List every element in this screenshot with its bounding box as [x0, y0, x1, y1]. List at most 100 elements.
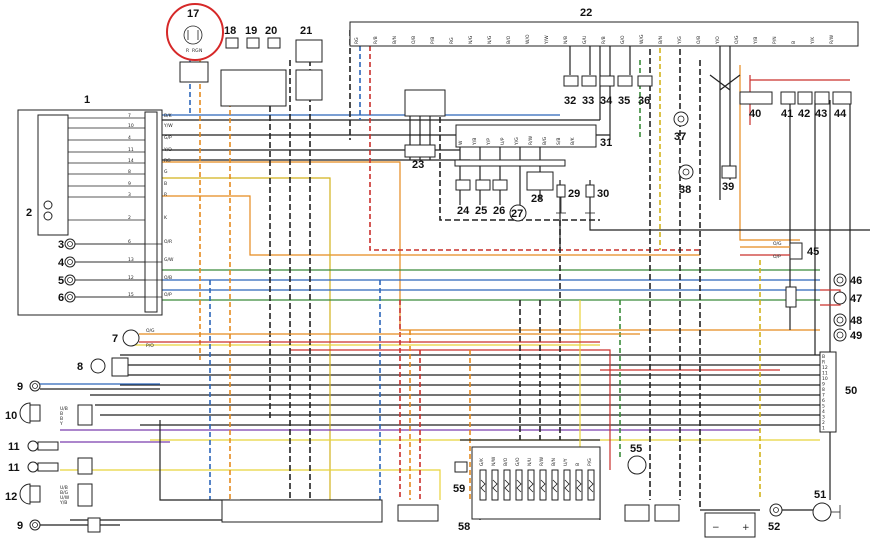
pin-12-3: Y/B	[59, 500, 67, 506]
pin-31-2: Y/P	[486, 138, 492, 146]
pin-50-9: 5	[822, 404, 825, 410]
sensor-4	[64, 256, 162, 268]
fuse-element-6	[552, 479, 558, 493]
pin-17-b: RG	[192, 48, 199, 54]
component-27	[509, 204, 527, 222]
pin-22-21: Y/B	[753, 37, 759, 45]
label-11-upper: 11	[8, 441, 20, 453]
pin-22-10: Y/W	[544, 35, 550, 45]
pin-58-4: N/U	[527, 458, 533, 466]
label-11-lower: 11	[8, 462, 20, 474]
pin-17-c: N	[199, 48, 202, 54]
label-51: 51	[814, 489, 826, 501]
pin-58-9: P/G	[587, 458, 593, 466]
wire-layer	[60, 30, 870, 521]
label-22: 22	[580, 7, 592, 19]
pin-31-6: B/G	[542, 136, 548, 145]
label-2: 2	[26, 207, 32, 219]
pin-50-10: 4	[822, 409, 825, 415]
pin-58-5: R/W	[539, 456, 545, 466]
label-24: 24	[457, 205, 470, 217]
label-50: 50	[845, 385, 857, 397]
pin-17-a: R	[186, 48, 189, 54]
pin-22-16: B/N	[658, 36, 664, 44]
component-30	[585, 184, 595, 214]
pin-45-a: O/G	[773, 241, 782, 247]
label-10: 10	[5, 410, 17, 422]
component-17: R RG N	[179, 25, 209, 83]
label-55: 55	[630, 443, 642, 455]
pin-22-0: RG	[354, 37, 360, 44]
label-48: 48	[850, 315, 862, 327]
pin-58-1: N/W	[491, 456, 497, 466]
component-9-upper	[29, 380, 160, 392]
fuse-2	[503, 469, 511, 501]
ecm-pin-label-12: O/P	[164, 292, 172, 298]
pin-58-3: G/O	[515, 457, 521, 466]
label-5: 5	[58, 275, 64, 287]
component-48	[833, 313, 847, 327]
pin-45-b: O/P	[773, 254, 781, 260]
component-11-lower	[27, 457, 93, 475]
pin-31-3: U/P	[500, 137, 506, 145]
pin-22-15: W/G	[639, 34, 645, 44]
component-25	[475, 179, 491, 191]
pin-50-0: B	[822, 354, 825, 360]
label-31: 31	[600, 137, 612, 149]
label-26: 26	[493, 205, 505, 217]
pin-31-7: S/B	[556, 138, 562, 145]
pin-10-2: B	[60, 416, 63, 422]
ecm-pin-num-6: 9	[128, 181, 131, 187]
label-19: 19	[245, 25, 257, 37]
label-52: 52	[768, 521, 780, 533]
fuse-element-0	[480, 479, 486, 493]
pin-10-1: B	[60, 411, 63, 417]
component-46	[833, 273, 847, 287]
component-33	[581, 75, 597, 87]
pin-50-13: 1	[822, 426, 825, 432]
pin-50-7: 7	[822, 393, 825, 399]
label-25: 25	[475, 205, 487, 217]
ecm-pin-num-9: 6	[128, 239, 131, 245]
ecm-pin-label-5: G	[164, 169, 168, 175]
component-47	[785, 286, 847, 308]
ecm-pin-label-10: G/W	[164, 257, 174, 263]
fuse-element-7	[564, 479, 570, 493]
component-37	[673, 111, 689, 127]
pin-7-b: P/O	[146, 343, 154, 349]
pin-22-9: W/O	[525, 34, 531, 44]
component-24	[455, 179, 471, 191]
ecm-pin-label-8: K	[164, 215, 168, 221]
label-38: 38	[679, 184, 691, 196]
pin-58-8: B	[575, 463, 581, 466]
component-7: O/G P/O	[122, 328, 640, 349]
pin-50-8: 6	[822, 398, 825, 404]
ecm-pin-num-4: 14	[128, 158, 134, 164]
label-9-lower: 9	[17, 520, 23, 532]
fuse-element-3	[516, 479, 522, 493]
label-17: 17	[187, 8, 199, 20]
ecm-pin-label-7: R	[164, 192, 167, 198]
fuse-element-1	[492, 479, 498, 493]
pin-22-6: N/G	[468, 35, 474, 44]
pin-12-1: B/G	[60, 490, 69, 496]
pin-22-24: Y/K	[810, 36, 816, 45]
label-43: 43	[815, 108, 827, 120]
ecm-pin-num-11: 12	[128, 275, 134, 281]
ecm-pin-num-12: 15	[128, 292, 134, 298]
ecm-pin-num-3: 11	[128, 147, 134, 153]
fuse-6	[551, 469, 559, 501]
pin-12-0: U/B	[60, 485, 68, 491]
component-23	[404, 89, 446, 158]
label-12: 12	[5, 491, 17, 503]
label-35: 35	[618, 95, 630, 107]
pin-22-14: G/O	[620, 35, 626, 44]
sensor-6	[64, 291, 162, 303]
component-59	[454, 461, 468, 473]
battery: − +	[704, 512, 756, 538]
label-47: 47	[850, 293, 862, 305]
